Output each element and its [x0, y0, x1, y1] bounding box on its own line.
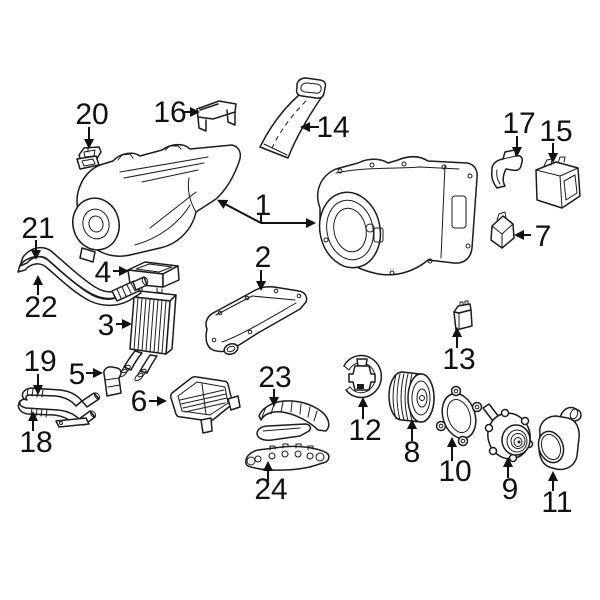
part-2-lower-case-drawing[interactable]: [205, 286, 308, 356]
callout-22-label[interactable]: 22: [24, 291, 57, 324]
part-5-valve-drawing[interactable]: [103, 366, 122, 397]
part-3-heater-core-drawing[interactable]: [118, 290, 177, 382]
part-23-flex-duct-drawing[interactable]: [256, 400, 330, 441]
callout-6-label[interactable]: 6: [131, 385, 148, 418]
callout-7-label[interactable]: 7: [535, 220, 552, 253]
part-9-blower-motor-drawing[interactable]: [482, 403, 535, 464]
part-16-bracket-drawing[interactable]: [196, 100, 237, 132]
callout-1-arrow-right: [260, 213, 307, 223]
callout-19-label[interactable]: 19: [23, 345, 56, 378]
callout-15-label[interactable]: 15: [539, 115, 572, 148]
part-15-vent-outlet-drawing[interactable]: [535, 156, 581, 209]
part-12-grommet-drawing[interactable]: [343, 354, 382, 399]
callout-1-label[interactable]: 1: [255, 189, 272, 222]
part-6-grille-drawing[interactable]: [169, 376, 241, 434]
callout-2-label[interactable]: 2: [255, 241, 272, 274]
callout-labels: 1 2 3 4 5 6 7 8 9 10 11 12 13 14 15 16 1…: [19, 96, 572, 519]
callout-14-label[interactable]: 14: [316, 111, 349, 144]
callout-3-label[interactable]: 3: [98, 309, 115, 342]
part-8-blower-wheel-drawing[interactable]: [388, 371, 435, 423]
part-7-actuator-drawing[interactable]: [490, 211, 515, 249]
callout-24-label[interactable]: 24: [254, 473, 287, 506]
callout-18-label[interactable]: 18: [19, 426, 52, 459]
callout-9-label[interactable]: 9: [502, 473, 519, 506]
callout-17-label[interactable]: 17: [502, 107, 535, 140]
callout-13-label[interactable]: 13: [442, 343, 475, 376]
callout-23-label[interactable]: 23: [258, 361, 291, 394]
callout-arrows: [28, 107, 558, 491]
part-10-gasket-drawing[interactable]: [435, 385, 483, 447]
callout-4-label[interactable]: 4: [95, 256, 112, 289]
part-24-bracket-strip-drawing[interactable]: [245, 443, 330, 471]
callout-8-label[interactable]: 8: [404, 436, 421, 469]
callout-5-label[interactable]: 5: [69, 358, 86, 391]
callout-20-label[interactable]: 20: [75, 98, 108, 131]
part-13-resistor-drawing[interactable]: [453, 300, 473, 331]
part-17-clip-drawing[interactable]: [491, 149, 523, 189]
part-18-19-hose-assembly-drawing[interactable]: [17, 387, 101, 428]
callout-11-label[interactable]: 11: [541, 486, 572, 519]
part-21-heater-hose-highlighted-drawing[interactable]: [19, 246, 149, 302]
part-1-left-housing-drawing[interactable]: [67, 143, 242, 263]
part-11-motor-cover-drawing[interactable]: [534, 406, 582, 471]
callout-1-arrow-left: [217, 199, 262, 224]
callout-16-label[interactable]: 16: [153, 96, 186, 129]
callout-21-label[interactable]: 21: [21, 212, 54, 245]
part-14-curved-duct-drawing[interactable]: [259, 77, 327, 159]
callout-12-label[interactable]: 12: [348, 414, 381, 447]
callout-10-label[interactable]: 10: [438, 455, 471, 488]
part-1-right-housing-drawing[interactable]: [313, 156, 478, 276]
